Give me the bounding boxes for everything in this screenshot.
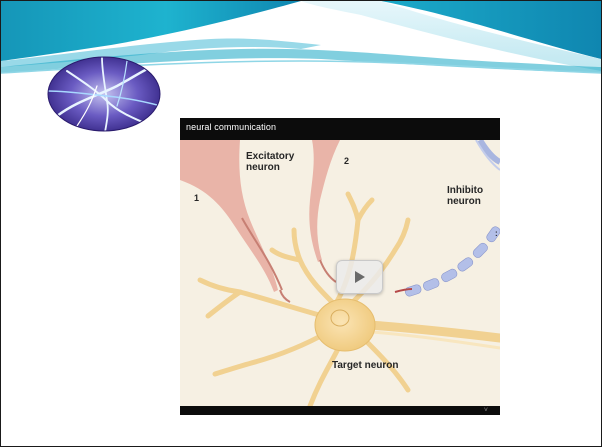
label-number-2: 2 xyxy=(344,156,349,167)
label-inhibitory-text: Inhibito neuron xyxy=(447,185,483,207)
video-control-bar: ˅ xyxy=(180,406,500,415)
label-inhibitory-neuron: Inhibito neuron xyxy=(447,185,505,207)
video-title[interactable]: neural communication xyxy=(186,122,276,132)
label-target-neuron: Target neuron xyxy=(332,360,398,371)
label-excitatory-neuron: Excitatory neuron xyxy=(246,151,316,173)
play-button[interactable] xyxy=(336,260,383,294)
neuron-photo-icon xyxy=(47,56,161,132)
label-number-1: 1 xyxy=(194,193,199,204)
chevron-down-icon[interactable]: ˅ xyxy=(484,406,488,415)
play-icon xyxy=(353,270,367,284)
video-title-bar: neural communication xyxy=(180,118,500,140)
label-number-3: : xyxy=(495,228,498,239)
